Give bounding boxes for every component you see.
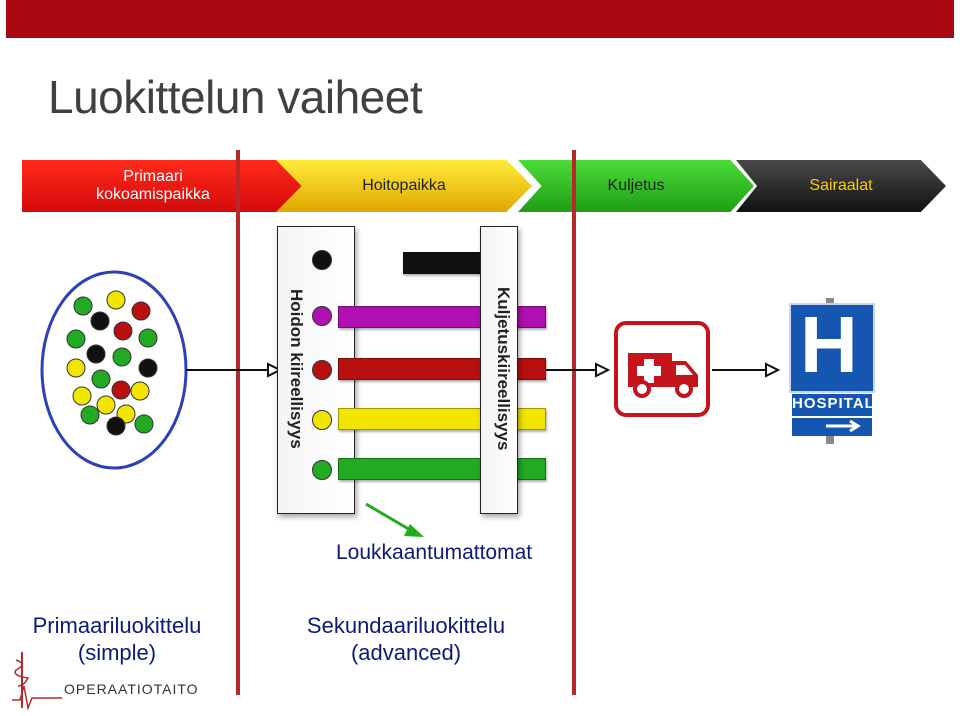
patient-dots bbox=[66, 290, 158, 436]
priority-dot-black bbox=[312, 250, 332, 270]
patient-dot bbox=[112, 347, 132, 367]
patient-dot bbox=[96, 395, 116, 415]
primary-classification-label: Primaariluokittelu (simple) bbox=[14, 612, 220, 666]
divider-line bbox=[572, 150, 576, 695]
patient-dot bbox=[131, 301, 151, 321]
patient-dot bbox=[66, 358, 86, 378]
primary-classification-text: Primaariluokittelu (simple) bbox=[32, 613, 202, 665]
uninjured-arrow bbox=[365, 502, 424, 537]
hospital-text: HOSPITAL bbox=[792, 395, 875, 412]
brand-logo-text: OPERAATIOTAITO bbox=[64, 681, 199, 697]
secondary-classification-text: Sekundaariluokittelu (advanced) bbox=[306, 613, 506, 665]
patient-dot bbox=[72, 386, 92, 406]
patient-dot bbox=[134, 414, 154, 434]
header-bar bbox=[6, 0, 954, 38]
page-title: Luokittelun vaiheet bbox=[48, 71, 423, 123]
hospital-sign-icon bbox=[789, 298, 875, 444]
patient-dot bbox=[73, 296, 93, 316]
stage-care-site: Hoitopaikka bbox=[276, 160, 532, 212]
patient-dot bbox=[80, 405, 100, 425]
stage-hospitals: Sairaalat bbox=[736, 160, 946, 212]
patient-dot bbox=[90, 311, 110, 331]
patient-dot bbox=[91, 369, 111, 389]
patient-dot bbox=[113, 321, 133, 341]
priority-dot-magenta bbox=[312, 306, 332, 326]
stage-label: Sairaalat bbox=[809, 177, 873, 194]
stage-label: Primaari kokoamispaikka bbox=[96, 168, 210, 203]
patient-dot bbox=[138, 328, 158, 348]
patient-dot bbox=[130, 381, 150, 401]
patient-dot bbox=[106, 290, 126, 310]
priority-dot-red bbox=[312, 360, 332, 380]
hospital-letter: H bbox=[800, 300, 858, 389]
patient-dot bbox=[86, 344, 106, 364]
transport-urgency-box bbox=[480, 226, 518, 514]
patient-dot bbox=[138, 358, 158, 378]
stage-label: Hoitopaikka bbox=[362, 177, 446, 194]
caduceus-icon bbox=[12, 652, 62, 711]
secondary-classification-label: Sekundaariluokittelu (advanced) bbox=[288, 612, 524, 666]
patient-dot bbox=[106, 416, 126, 436]
ambulance-icon bbox=[614, 321, 710, 417]
priority-dot-green bbox=[312, 460, 332, 480]
transport-urgency-label: Kuljetuskiireellisyys bbox=[494, 287, 513, 451]
patient-dot bbox=[66, 329, 86, 349]
flow-arrows bbox=[186, 362, 781, 378]
care-urgency-label: Hoidon kiireellisyys bbox=[287, 289, 306, 449]
patient-dot bbox=[111, 380, 131, 400]
stage-transport: Kuljetus bbox=[518, 160, 754, 212]
stage-primary-collection: Primaari kokoamispaikka bbox=[22, 160, 308, 212]
priority-bar-black bbox=[403, 252, 481, 274]
divider-line bbox=[236, 150, 240, 695]
stage-label: Kuljetus bbox=[607, 177, 665, 194]
uninjured-label: Loukkaantumattomat bbox=[336, 541, 533, 564]
priority-dot-yellow bbox=[312, 410, 332, 430]
